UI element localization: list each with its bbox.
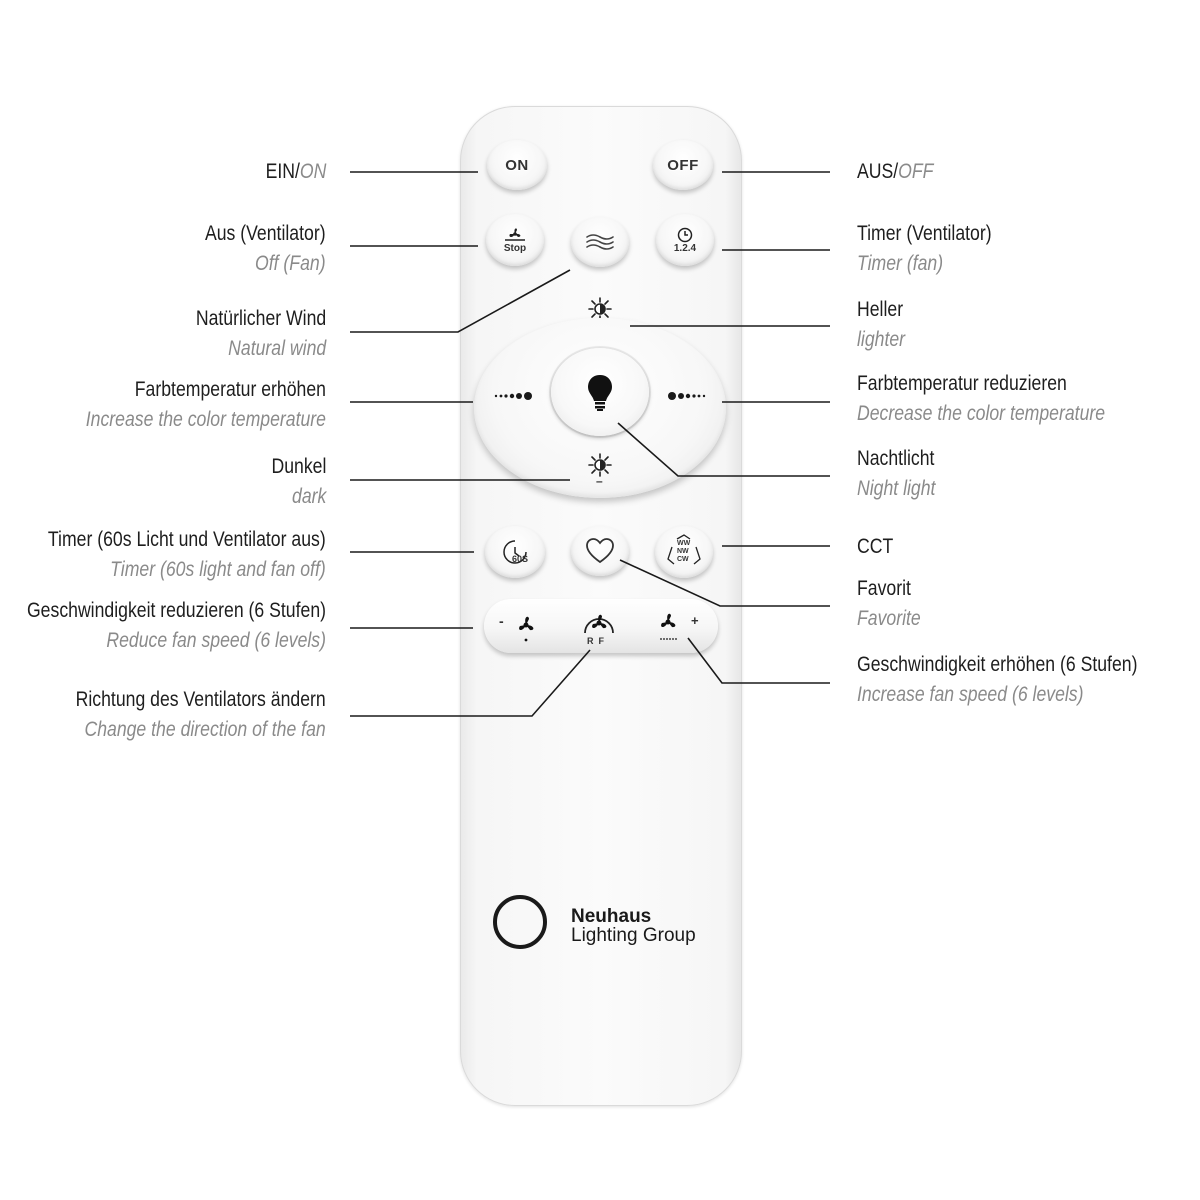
label-speed-down-de: Geschwindigkeit reduzieren (6 Stufen) xyxy=(26,599,326,622)
label-direction-de: Richtung des Ventilators ändern xyxy=(75,688,326,711)
fan-direction-button[interactable]: R F xyxy=(577,605,621,649)
label-timer-fan-en: Timer (fan) xyxy=(857,252,944,275)
label-on-de: EIN/ xyxy=(265,160,300,183)
leader-night xyxy=(617,422,830,477)
off-button[interactable]: OFF xyxy=(653,140,713,190)
label-cct-de: CCT xyxy=(857,535,894,558)
clock-icon xyxy=(677,227,693,242)
timer-60s-icon xyxy=(503,540,527,564)
fan-timer-button[interactable]: 1.2.4 xyxy=(656,214,714,266)
brightness-up-icon[interactable] xyxy=(587,297,613,333)
fan-slow-icon[interactable] xyxy=(512,612,540,644)
label-cct-up: Farbtemperatur erhöhen Increase the colo… xyxy=(40,375,326,435)
label-speed-up-de: Geschwindigkeit erhöhen (6 Stufen) xyxy=(857,653,1138,676)
label-off-de: AUS/ xyxy=(857,160,899,183)
label-natural-wind-de: Natürlicher Wind xyxy=(195,307,326,330)
favorite-button[interactable] xyxy=(571,526,629,576)
leader-natural-wind xyxy=(350,269,571,333)
label-on: EIN/ON xyxy=(254,157,326,187)
label-speed-down: Geschwindigkeit reduzieren (6 Stufen) Re… xyxy=(0,596,326,656)
fan-plus-label: + xyxy=(691,613,699,628)
label-lighter-en: lighter xyxy=(857,328,906,351)
wind-waves-icon xyxy=(586,234,614,250)
natural-wind-button[interactable] xyxy=(571,217,629,267)
label-fan-off-de: Aus (Ventilator) xyxy=(205,222,326,245)
stop-label: Stop xyxy=(503,242,527,254)
label-cct-up-en: Increase the color temperature xyxy=(85,408,326,431)
label-dark-de: Dunkel xyxy=(271,455,326,478)
label-favorite-de: Favorit xyxy=(857,577,911,600)
label-on-en: ON xyxy=(299,160,326,183)
cct-button[interactable]: WW NW CW xyxy=(655,526,713,578)
fan-minus-label: - xyxy=(499,613,504,629)
label-cct-up-de: Farbtemperatur erhöhen xyxy=(134,378,326,401)
label-cct-down: Farbtemperatur reduzieren Decrease the c… xyxy=(857,369,1152,429)
label-fan-off-en: Off (Fan) xyxy=(255,252,326,275)
cct-decrease-dots-icon[interactable] xyxy=(664,389,706,403)
label-lighter-de: Heller xyxy=(857,298,904,321)
fan-direction-rf-label: R F xyxy=(587,636,604,646)
cct-cycle-icon xyxy=(667,534,701,565)
label-direction: Richtung des Ventilators ändern Change t… xyxy=(28,685,326,745)
cct-cw-label: CW xyxy=(677,556,689,563)
brand-name-line2: Lighting Group xyxy=(571,925,696,946)
label-natural-wind: Natürlicher Wind Natural wind xyxy=(171,304,326,364)
brand-name-line1: Neuhaus xyxy=(571,906,652,927)
brightness-down-icon[interactable] xyxy=(587,453,613,479)
label-timer60: Timer (60s Licht und Ventilator aus) Tim… xyxy=(0,525,326,585)
leader-direction xyxy=(350,649,591,717)
night-light-button[interactable] xyxy=(551,348,649,436)
label-speed-up-en: Increase fan speed (6 levels) xyxy=(857,683,1084,706)
light-bulb-icon xyxy=(588,375,612,411)
brand-logo-ring xyxy=(493,895,547,949)
cct-ww-label: WW xyxy=(677,540,691,547)
leader-speed-up xyxy=(687,637,830,684)
label-direction-en: Change the direction of the fan xyxy=(84,718,326,741)
on-button-label: ON xyxy=(505,156,529,174)
off-button-label: OFF xyxy=(667,156,699,174)
timer-60s-label: 60S xyxy=(512,554,529,564)
timer-levels-label: 1.2.4 xyxy=(673,242,697,254)
label-favorite: Favorit Favorite xyxy=(857,574,933,634)
label-cct-down-de: Farbtemperatur reduzieren xyxy=(857,372,1067,395)
label-timer-fan-de: Timer (Ventilator) xyxy=(857,222,992,245)
label-lighter: Heller lighter xyxy=(857,295,914,355)
label-natural-wind-en: Natural wind xyxy=(227,337,326,360)
fan-icon xyxy=(505,227,525,241)
label-timer-fan: Timer (Ventilator) Timer (fan) xyxy=(857,219,1017,279)
label-dark-en: dark xyxy=(291,485,326,508)
fan-direction-icon xyxy=(584,614,614,634)
label-dark: Dunkel dark xyxy=(261,452,326,512)
on-button[interactable]: ON xyxy=(487,140,547,190)
label-night: Nachtlicht Night light xyxy=(857,444,950,504)
label-off: AUS/OFF xyxy=(857,157,948,187)
leader-favorite xyxy=(619,559,830,607)
label-favorite-en: Favorite xyxy=(857,607,921,630)
cct-nw-label: NW xyxy=(677,548,689,555)
label-speed-down-en: Reduce fan speed (6 levels) xyxy=(106,629,326,652)
label-night-de: Nachtlicht xyxy=(857,447,935,470)
label-speed-up: Geschwindigkeit erhöhen (6 Stufen) Incre… xyxy=(857,650,1191,710)
label-cct-down-en: Decrease the color temperature xyxy=(857,402,1106,425)
label-timer60-en: Timer (60s light and fan off) xyxy=(110,558,326,581)
label-timer60-de: Timer (60s Licht und Ventilator aus) xyxy=(48,528,326,551)
brightness-minus-label: – xyxy=(596,474,603,488)
heart-icon xyxy=(586,538,614,564)
fan-stop-button[interactable]: Stop xyxy=(486,214,544,266)
label-fan-off: Aus (Ventilator) Off (Fan) xyxy=(182,219,326,279)
label-off-en: OFF xyxy=(898,160,934,183)
timer-60s-button[interactable]: 60S xyxy=(485,526,545,578)
cct-increase-dots-icon[interactable] xyxy=(494,389,536,403)
label-cct: CCT xyxy=(857,532,900,562)
fan-fast-icon[interactable] xyxy=(654,609,684,645)
label-night-en: Night light xyxy=(857,477,936,500)
